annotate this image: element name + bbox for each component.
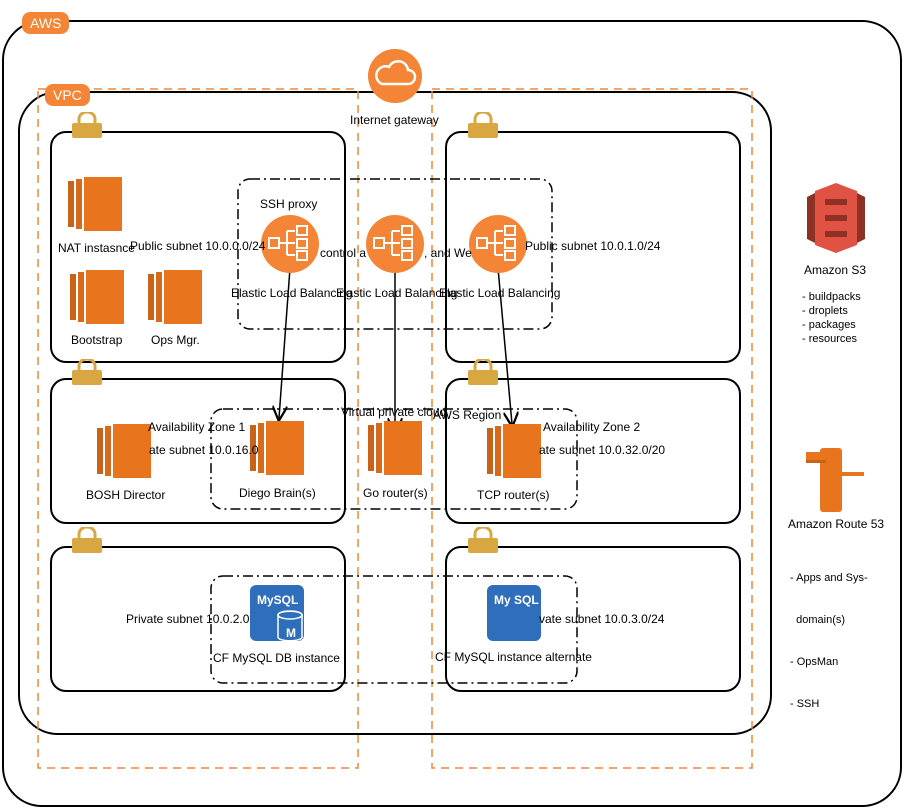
internet-gateway-label: Internet gateway	[350, 113, 439, 127]
mysql-logo-text-alt: My SQL	[494, 593, 539, 607]
route53-usage-list: - Apps and Sys- domain(s) - OpsMan - SSH	[790, 543, 868, 725]
mysql-db-icon	[250, 585, 304, 642]
region-label: AWS Region	[433, 408, 502, 422]
amazon-s3-icon	[807, 183, 865, 253]
availability-zone-2-frame	[431, 88, 753, 769]
public-subnet-az1	[50, 131, 346, 363]
diego-brain-label: Diego Brain(s)	[239, 486, 316, 500]
amazon-s3-title: Amazon S3	[804, 263, 867, 277]
list-item: - droplets	[802, 305, 848, 317]
cf-mysql-label: CF MySQL DB instance	[213, 651, 340, 665]
load-balancer-icon	[366, 215, 424, 273]
lock-icon	[468, 359, 498, 385]
lock-icon	[72, 359, 102, 385]
security-group-routers	[210, 408, 578, 510]
availability-zone-1-frame	[37, 88, 359, 769]
arrow-elb3-tcprouter	[497, 267, 512, 424]
ec2-instance-icon	[68, 177, 122, 231]
private-subnet-db-az2	[445, 546, 741, 692]
ec2-instance-icon	[70, 270, 124, 324]
public-subnet-az2	[445, 131, 741, 363]
ops-manager-label: Ops Mgr.	[151, 333, 200, 347]
s3-usage-list: - buildpacks - droplets - packages - res…	[802, 290, 861, 346]
private-subnet-db-az1	[50, 546, 346, 692]
private-subnet-infra-2-label: ate subnet 10.0.32.0/20	[539, 443, 666, 457]
list-item: - resources	[802, 333, 858, 345]
load-balancer-icon	[469, 215, 527, 273]
elb-label-3: Elastic Load Balancing	[439, 286, 561, 300]
cf-mysql-alt-label: CF MySQL instance alternate	[435, 650, 592, 664]
security-group-label-2: , and We	[424, 246, 472, 260]
amazon-route53-title: Amazon Route 53	[788, 517, 885, 531]
public-subnet-2-label: Public subnet 10.0.1.0/24	[525, 239, 661, 253]
ec2-instance-icon	[487, 424, 541, 478]
security-group-elb	[237, 178, 553, 330]
list-item: - Apps and Sys-	[790, 572, 868, 584]
aws-tag: AWS	[22, 12, 70, 34]
nat-instance-label: NAT instasnce	[58, 241, 135, 255]
private-subnet-infra-az1	[50, 378, 346, 524]
list-item: - OpsMan	[790, 656, 839, 668]
load-balancer-icon	[261, 215, 319, 273]
private-subnet-db-2-label: vate subnet 10.0.3.0/24	[539, 612, 665, 626]
internet-gateway-icon	[368, 49, 422, 103]
aws-cloud-frame	[2, 20, 902, 807]
elb-label-2: Elastic Load Balancing	[336, 286, 458, 300]
go-router-label: Go router(s)	[363, 486, 428, 500]
public-subnet-1-label: Public subnet 10.0.0.0/24	[130, 239, 266, 253]
elb-label-1: Elastic Load Balancing	[231, 286, 353, 300]
list-item: domain(s)	[790, 614, 846, 626]
lock-icon	[468, 112, 498, 138]
private-subnet-infra-1-label: ate subnet 10.0.16.0	[149, 443, 259, 457]
list-item: - buildpacks	[802, 291, 861, 303]
mysql-db-icon	[487, 585, 541, 641]
private-subnet-infra-az2	[445, 378, 741, 524]
mysql-m-letter: M	[286, 626, 296, 640]
lock-icon	[72, 112, 102, 138]
bootstrap-label: Bootstrap	[71, 333, 123, 347]
tcp-router-label: TCP router(s)	[477, 488, 550, 502]
mysql-logo-text: MySQL	[257, 593, 299, 607]
availability-zone-2-label: Availability Zone 2	[543, 420, 641, 434]
ec2-instance-icon	[148, 270, 202, 324]
amazon-route53-icon	[806, 448, 864, 512]
bosh-director-label: BOSH Director	[86, 488, 166, 502]
vpc-label: Virtual private cloud	[341, 405, 447, 419]
ec2-instance-icon	[97, 424, 151, 478]
ec2-instance-icon	[368, 421, 422, 475]
lock-icon	[468, 527, 498, 553]
ssh-proxy-label: SSH proxy	[260, 197, 318, 211]
private-subnet-db-1-label: Private subnet 10.0.2.0	[126, 612, 250, 626]
list-item: - packages	[802, 319, 856, 331]
lock-icon	[72, 527, 102, 553]
availability-zone-1-label: Availability Zone 1	[148, 420, 246, 434]
security-group-label: control a	[320, 246, 367, 260]
security-group-mysql	[210, 575, 578, 684]
ec2-instance-icon	[250, 421, 304, 475]
list-item: - SSH	[790, 698, 820, 710]
arrow-elb1-diego	[279, 267, 291, 418]
